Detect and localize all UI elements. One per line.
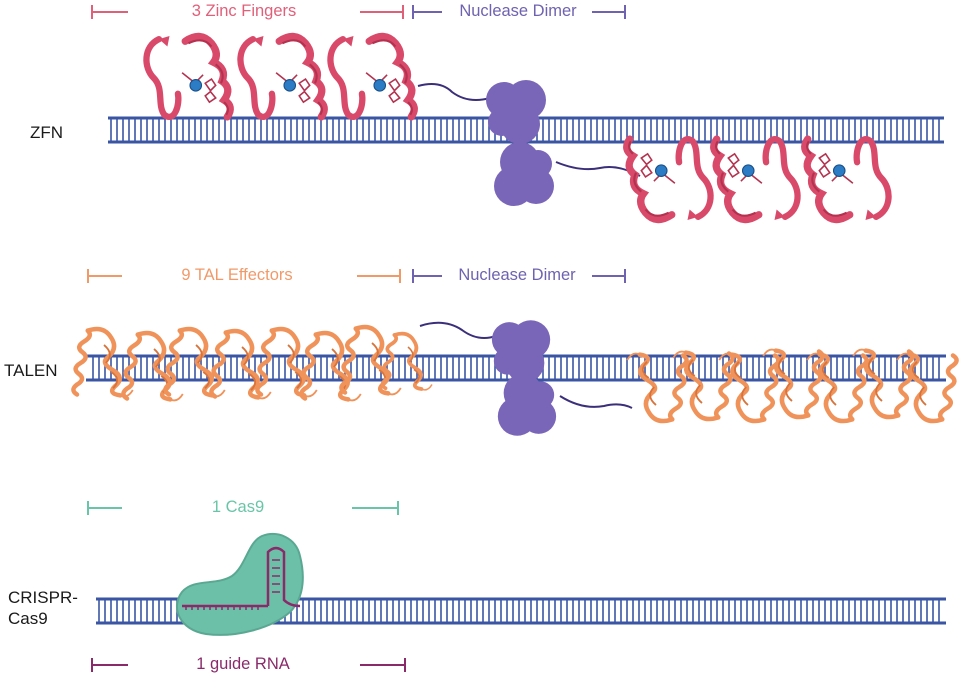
label-cas9: 1 Cas9	[211, 498, 265, 516]
bracket-nuclease-dimer-talen	[412, 269, 626, 283]
bracket-cas9	[87, 501, 399, 515]
row-label-talen: TALEN	[4, 361, 58, 380]
zinc-finger-icon-right	[627, 139, 889, 220]
bracket-tal-effectors	[87, 269, 401, 283]
row-label-crispr: CRISPR- Cas9	[8, 587, 78, 629]
cas9-icon	[176, 533, 304, 636]
bracket-nuclease-dimer-zfn	[412, 5, 626, 19]
label-guide-rna: 1 guide RNA	[196, 655, 290, 673]
zfn-linker-top	[417, 83, 491, 101]
talen-linker-top	[419, 321, 497, 339]
talen-linker-bottom	[559, 395, 633, 409]
row-label-zfn: ZFN	[30, 123, 64, 142]
label-tal-effectors: 9 TAL Effectors	[181, 266, 293, 284]
label-nuclease-dimer-zfn: Nuclease Dimer	[459, 2, 577, 20]
row-label-crispr-line1: CRISPR-	[8, 588, 78, 607]
zinc-finger-icon-left	[146, 36, 414, 117]
label-nuclease-dimer-talen: Nuclease Dimer	[458, 266, 576, 284]
row-label-crispr-line2: Cas9	[8, 609, 48, 628]
label-zinc-fingers: 3 Zinc Fingers	[191, 2, 297, 20]
guide-rna-icon	[182, 546, 301, 610]
bracket-guide-rna	[91, 658, 406, 672]
bracket-zinc-fingers	[91, 5, 404, 19]
